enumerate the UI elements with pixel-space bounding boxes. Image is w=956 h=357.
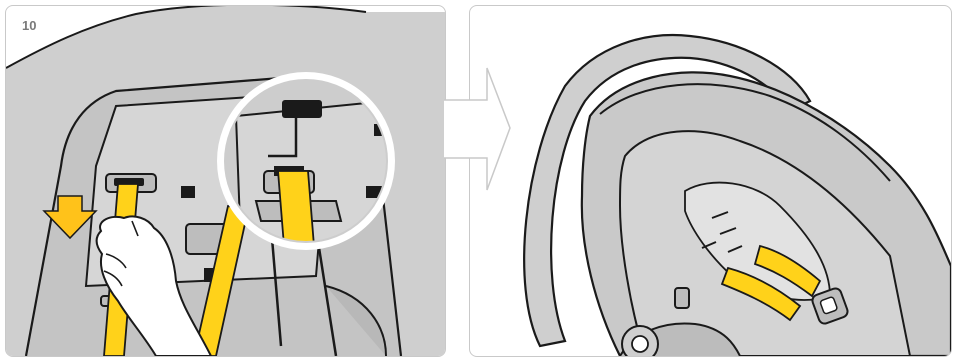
chevron-right-icon	[0, 0, 956, 357]
